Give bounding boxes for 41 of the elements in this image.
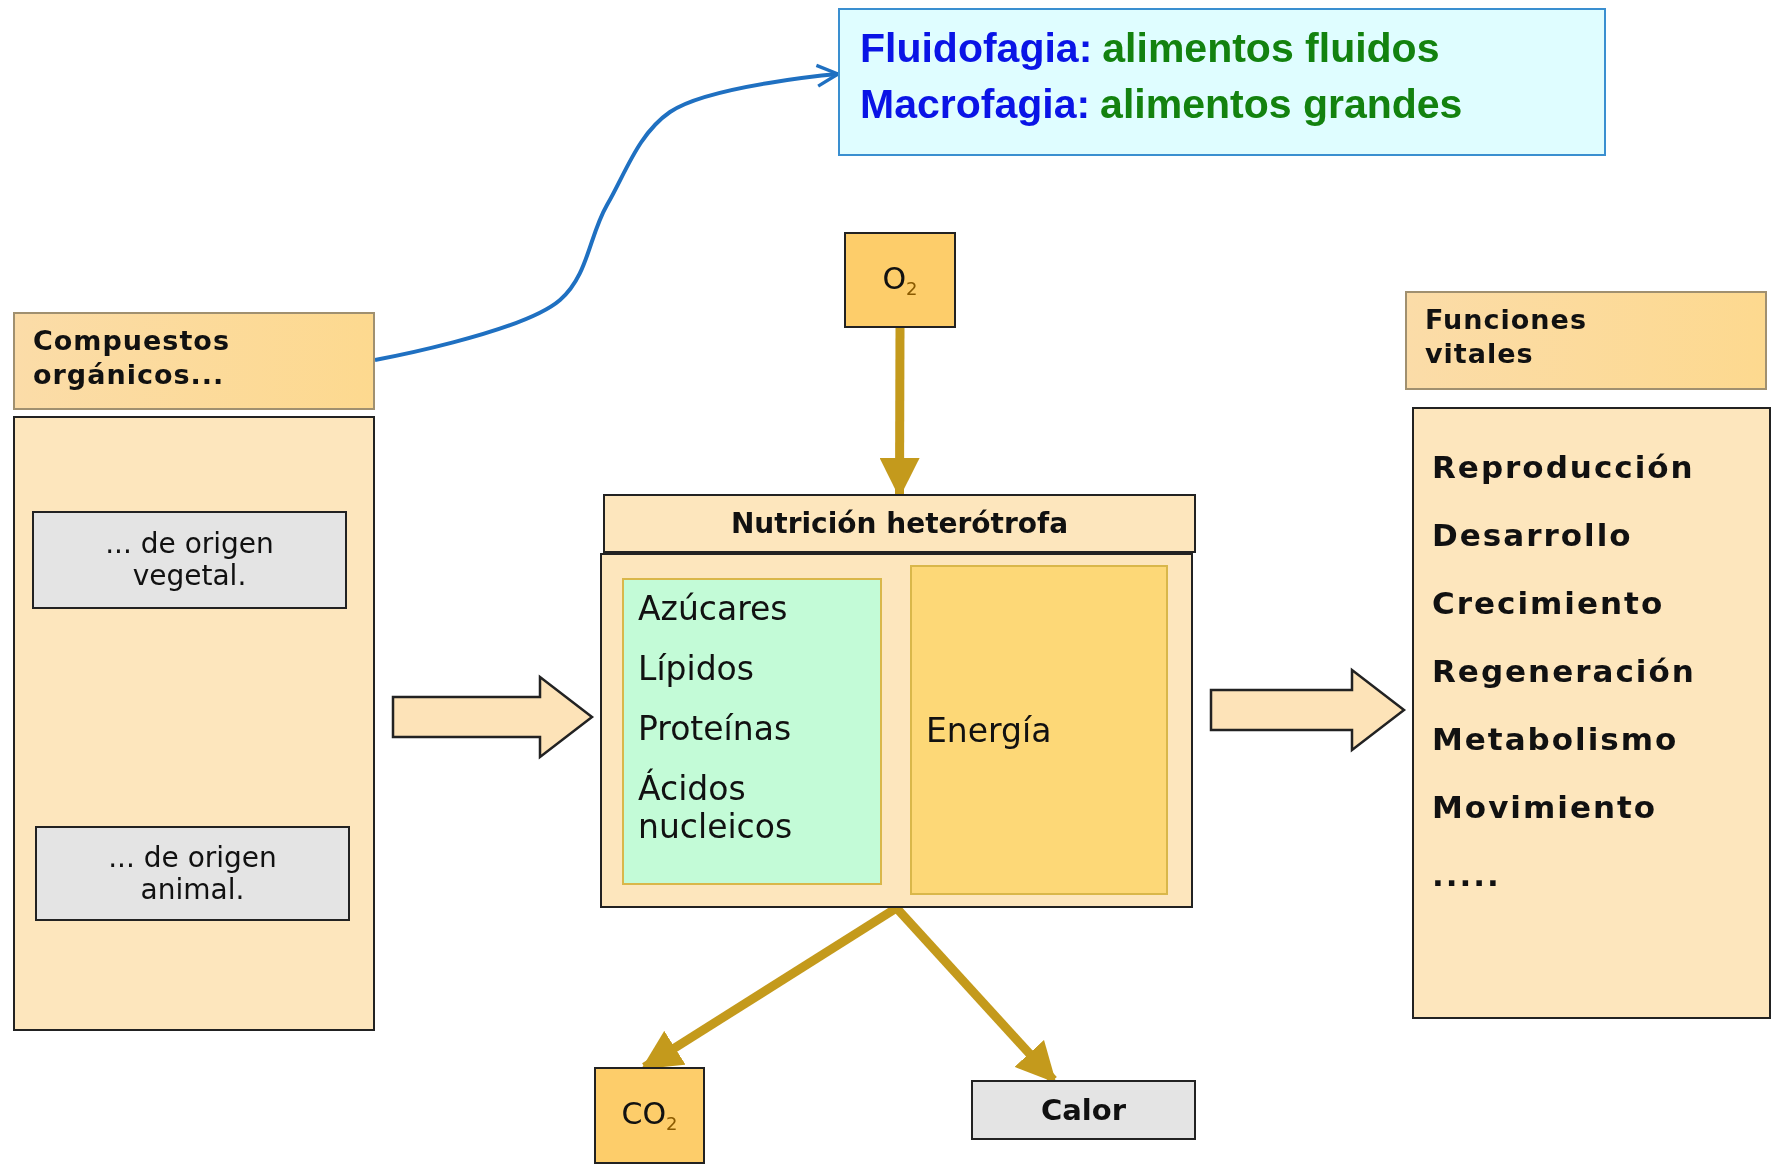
heading: Compuestos orgánicos...: [33, 324, 231, 392]
nutrient-label: Proteínas: [638, 710, 793, 748]
header-box: [13, 312, 375, 410]
header-box: [1405, 291, 1767, 390]
nutrient-label: Ácidos nucleicos: [638, 770, 794, 846]
nutrient-label: Azúcares: [638, 590, 789, 628]
function-label: Regeneración: [1432, 653, 1697, 689]
panel-box: [13, 416, 375, 1031]
list-box: [1412, 407, 1771, 1019]
nutrient-label: Lípidos: [638, 650, 755, 688]
box-label: ... de origen animal.: [107, 841, 278, 906]
panel-box: [600, 553, 1193, 908]
function-label: Metabolismo: [1432, 721, 1680, 757]
title-box: [603, 494, 1196, 553]
term-label: Fluidofagia:: [860, 25, 1093, 71]
term-label: Macrofagia:: [860, 81, 1091, 127]
function-label: Desarrollo: [1432, 517, 1634, 553]
box-label: Energía: [926, 710, 1052, 750]
block-arrow: [391, 674, 595, 760]
function-label: .....: [1432, 857, 1502, 893]
energy-box: [910, 565, 1168, 895]
curved-arrow: [374, 63, 840, 362]
formula-label: O$_{2}$: [882, 260, 918, 300]
heading: Nutrición heterótrofa: [730, 507, 1069, 540]
heading: Funciones vitales: [1425, 303, 1588, 371]
output-box: [971, 1080, 1196, 1140]
gas-box: [844, 232, 956, 328]
process-box: [35, 826, 350, 921]
function-label: Movimiento: [1432, 789, 1659, 825]
gas-box: [594, 1067, 705, 1164]
box-label: ... de origen vegetal.: [104, 528, 275, 592]
function-label: Crecimiento: [1432, 585, 1666, 621]
function-label: Reproducción: [1432, 449, 1696, 485]
definition-text: alimentos fluidos: [1102, 25, 1440, 71]
definition-text: alimentos grandes: [1100, 81, 1463, 127]
definition-box: [838, 8, 1606, 156]
block-arrow: [1209, 667, 1407, 753]
process-box: [32, 511, 347, 609]
box-label: Calor: [1041, 1093, 1126, 1127]
formula-label: CO$_{2}$: [621, 1096, 678, 1135]
nutrient-box: [622, 578, 882, 885]
